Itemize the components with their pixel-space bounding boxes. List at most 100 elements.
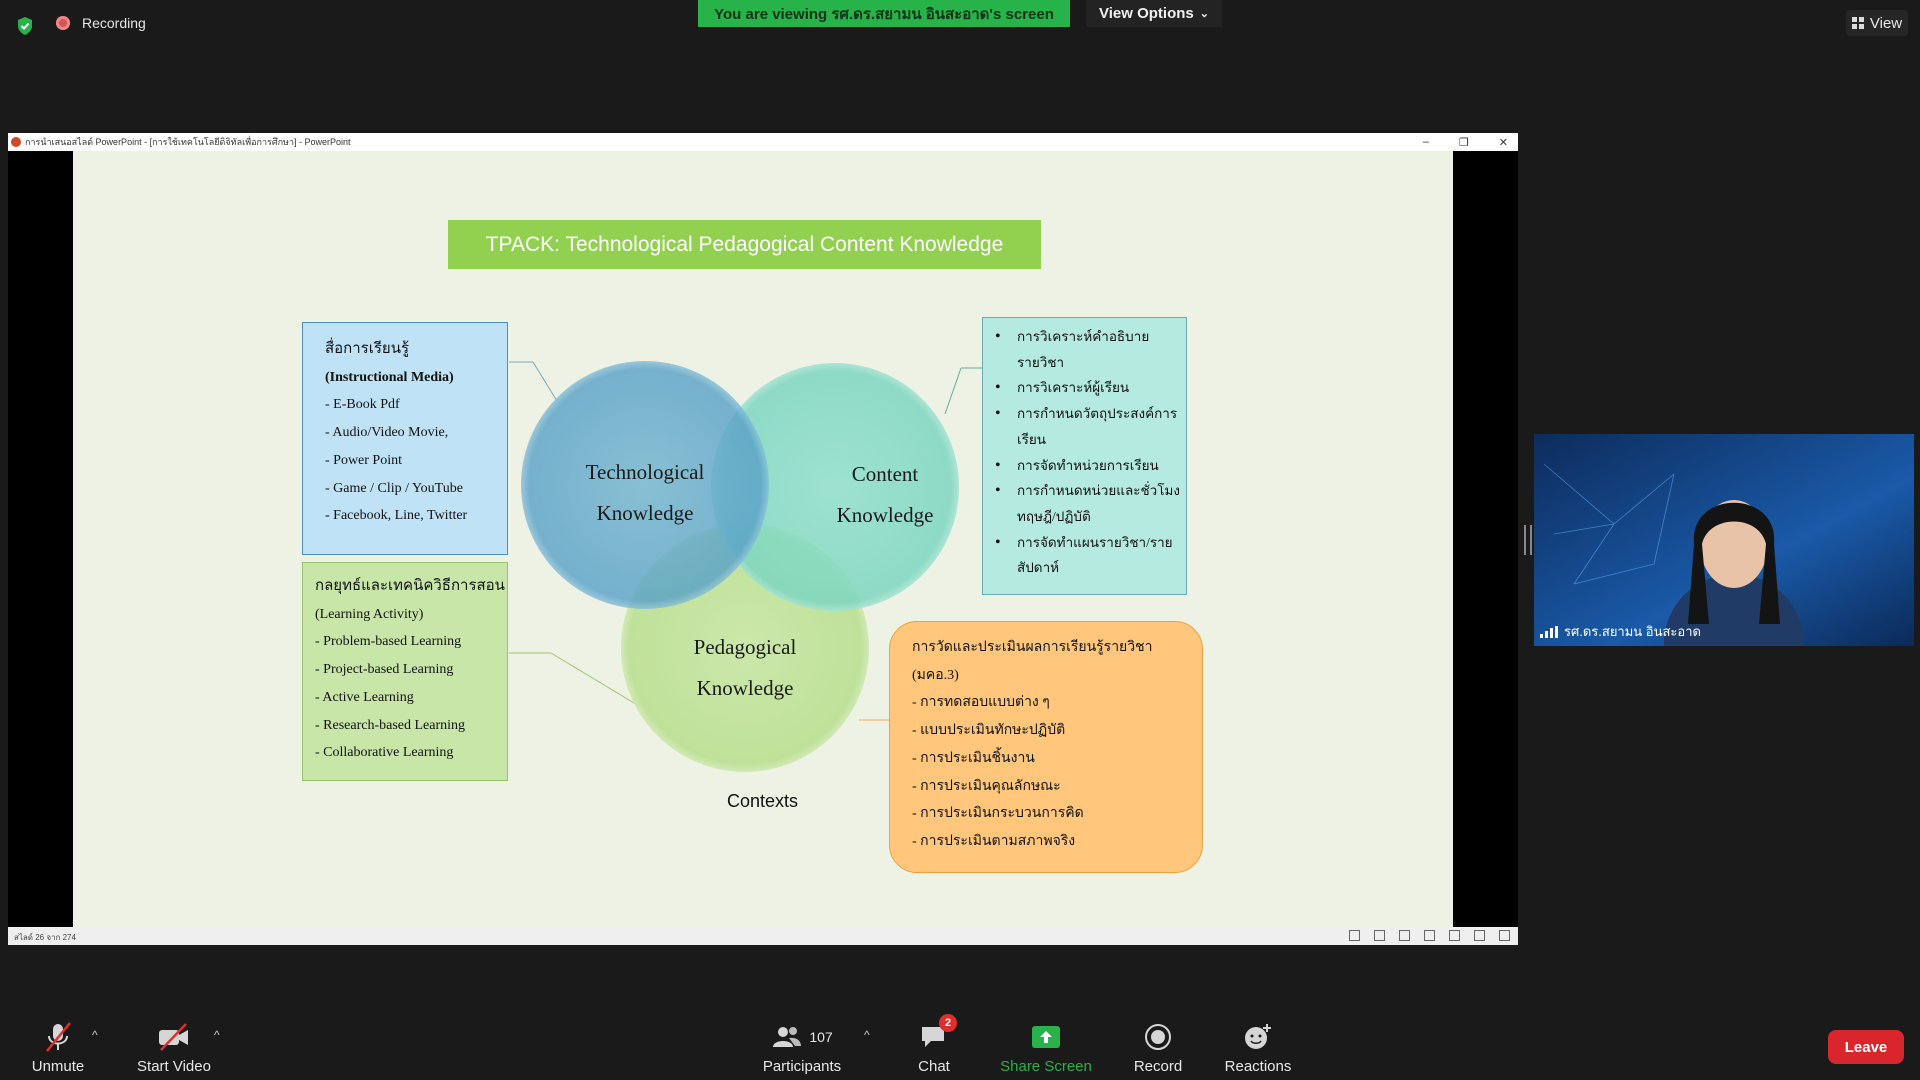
- reading-view-icon[interactable]: [1474, 930, 1485, 941]
- view-options-label: View Options: [1099, 5, 1194, 22]
- start-video-button[interactable]: Start Video: [132, 1020, 216, 1075]
- recording-indicator[interactable]: Recording: [56, 15, 146, 31]
- participant-name-tag: รศ.ดร.สยามน อินสะอาด: [1540, 621, 1701, 642]
- box-line: - การประเมินกระบวนการคิด: [912, 806, 1084, 822]
- circle-line: Knowledge: [836, 503, 934, 527]
- notes-icon[interactable]: [1349, 930, 1360, 941]
- chat-button[interactable]: 2 Chat: [904, 1014, 964, 1075]
- reactions-button[interactable]: Reactions: [1222, 1020, 1294, 1075]
- shared-screen: การนำเสนอสไลด์ PowerPoint - [การใช้เทคโน…: [8, 133, 1518, 945]
- box-line: - Game / Clip / YouTube: [325, 480, 463, 496]
- share-screen-button[interactable]: Share Screen: [996, 1020, 1096, 1075]
- pedagogical-label: Pedagogical Knowledge: [635, 627, 855, 709]
- box-line: - การประเมินคุณลักษณะ: [912, 778, 1061, 794]
- circle-line: Knowledge: [596, 501, 694, 525]
- box-line: - Problem-based Learning: [315, 634, 462, 650]
- box-line: - Facebook, Line, Twitter: [325, 508, 468, 524]
- video-off-icon: [159, 1023, 188, 1051]
- box-line: (Learning Activity): [315, 606, 424, 622]
- mic-muted-icon: [46, 1022, 71, 1052]
- box-line: - แบบประเมินทักษะปฏิบัติ: [912, 723, 1066, 739]
- connector-line: [944, 367, 962, 415]
- participants-count: 107: [809, 1029, 833, 1045]
- box-line: - E-Book Pdf: [325, 397, 400, 413]
- record-label: Record: [1133, 1058, 1183, 1075]
- slide-canvas: TPACK: Technological Pedagogical Content…: [73, 151, 1453, 927]
- box-line: - Project-based Learning: [315, 662, 454, 678]
- technological-circle: [521, 361, 769, 609]
- record-dot-icon: [56, 16, 70, 30]
- chat-badge: 2: [939, 1014, 957, 1032]
- view-button[interactable]: View: [1846, 10, 1908, 36]
- unmute-label: Unmute: [31, 1058, 85, 1075]
- technological-label: Technological Knowledge: [535, 452, 755, 534]
- box-line: - Audio/Video Movie,: [325, 425, 449, 441]
- box-line: การวัดและประเมินผลการเรียนรู้รายวิชา: [912, 640, 1153, 655]
- instructional-media-box: สื่อการเรียนรู้ (Instructional Media) - …: [302, 322, 508, 555]
- chat-icon: [922, 1027, 944, 1047]
- box-line: (Instructional Media): [325, 369, 454, 385]
- comments-icon[interactable]: [1374, 930, 1385, 941]
- share-screen-label: Share Screen: [1000, 1058, 1092, 1075]
- box-line: - Active Learning: [315, 689, 414, 705]
- chat-label: Chat: [918, 1058, 950, 1075]
- chevron-down-icon: ⌄: [1199, 8, 1209, 20]
- close-icon[interactable]: ✕: [1498, 136, 1508, 149]
- circle-line: Pedagogical: [693, 635, 797, 659]
- box-line: กลยุทธ์และเทคนิควิธีการสอน: [315, 578, 505, 594]
- list-item: การจัดทำแผนรายวิชา/รายสัปดาห์: [995, 530, 1186, 581]
- circle-line: Content: [851, 462, 919, 486]
- normal-view-icon[interactable]: [1424, 930, 1435, 941]
- restore-icon[interactable]: ❐: [1458, 136, 1469, 149]
- powerpoint-icon: [11, 137, 21, 147]
- unmute-button[interactable]: Unmute: [26, 1020, 90, 1075]
- participant-name: รศ.ดร.สยามน อินสะอาด: [1564, 624, 1701, 639]
- tpack-venn-diagram: [509, 361, 982, 772]
- box-line: - การประเมินชิ้นงาน: [912, 750, 1035, 766]
- security-shield-icon[interactable]: [16, 16, 34, 36]
- start-video-label: Start Video: [137, 1058, 211, 1075]
- circle-line: Knowledge: [696, 676, 794, 700]
- record-button[interactable]: Record: [1128, 1020, 1188, 1075]
- signal-strength-icon: [1540, 625, 1558, 638]
- split-divider-handle[interactable]: [1524, 525, 1532, 555]
- list-item: การวิเคราะห์ผู้เรียน: [995, 375, 1186, 401]
- reactions-icon: [1245, 1024, 1271, 1049]
- minimize-icon[interactable]: –: [1422, 136, 1429, 148]
- ppt-status-bar: สไลด์ 26 จาก 274: [8, 927, 1518, 945]
- slide-title: TPACK: Technological Pedagogical Content…: [448, 220, 1041, 269]
- box-line: - Power Point: [325, 452, 402, 468]
- connector-line: [550, 652, 640, 707]
- learning-activity-box: กลยุทธ์และเทคนิควิธีการสอน (Learning Act…: [302, 562, 508, 781]
- box-line: สื่อการเรียนรู้: [325, 341, 410, 357]
- list-item: การวิเคราะห์คำอธิบายรายวิชา: [995, 324, 1186, 375]
- play-icon[interactable]: [1399, 930, 1410, 941]
- box-line: - Collaborative Learning: [315, 745, 454, 761]
- leave-button[interactable]: Leave: [1828, 1030, 1904, 1064]
- box-line: - การประเมินตามสภาพจริง: [912, 833, 1076, 849]
- audio-options-caret-icon[interactable]: ^: [92, 1028, 98, 1042]
- view-options-button[interactable]: View Options ⌄: [1086, 0, 1222, 27]
- view-label: View: [1869, 14, 1903, 32]
- slide-number: สไลด์ 26 จาก 274: [14, 933, 76, 942]
- reactions-label: Reactions: [1224, 1058, 1292, 1075]
- slideshow-icon[interactable]: [1499, 930, 1510, 941]
- grid-view-icon: [1851, 17, 1864, 29]
- slide-sorter-icon[interactable]: [1449, 930, 1460, 941]
- content-knowledge-box: การวิเคราะห์คำอธิบายรายวิชา การวิเคราะห์…: [982, 317, 1187, 595]
- participants-icon: [773, 1027, 802, 1047]
- content-label: Content Knowledge: [775, 454, 995, 536]
- box-line: - การทดสอบแบบต่าง ๆ: [912, 695, 1050, 711]
- box-line: (มคอ.3): [912, 667, 959, 683]
- video-options-caret-icon[interactable]: ^: [214, 1028, 220, 1042]
- recording-label: Recording: [82, 15, 146, 31]
- participant-video-tile[interactable]: รศ.ดร.สยามน อินสะอาด: [1534, 434, 1914, 646]
- ppt-window-title: การนำเสนอสไลด์ PowerPoint - [การใช้เทคโน…: [25, 137, 351, 147]
- participants-button[interactable]: 107 Participants: [754, 1020, 850, 1075]
- list-item: การจัดทำหน่วยการเรียน: [995, 453, 1186, 479]
- participants-caret-icon[interactable]: ^: [864, 1028, 870, 1042]
- connector-line: [532, 361, 558, 402]
- assessment-box: การวัดและประเมินผลการเรียนรู้รายวิชา (มค…: [889, 621, 1203, 873]
- contexts-label: Contexts: [727, 791, 799, 811]
- viewing-banner: You are viewing รศ.ดร.สยามน อินสะอาด's s…: [698, 0, 1070, 27]
